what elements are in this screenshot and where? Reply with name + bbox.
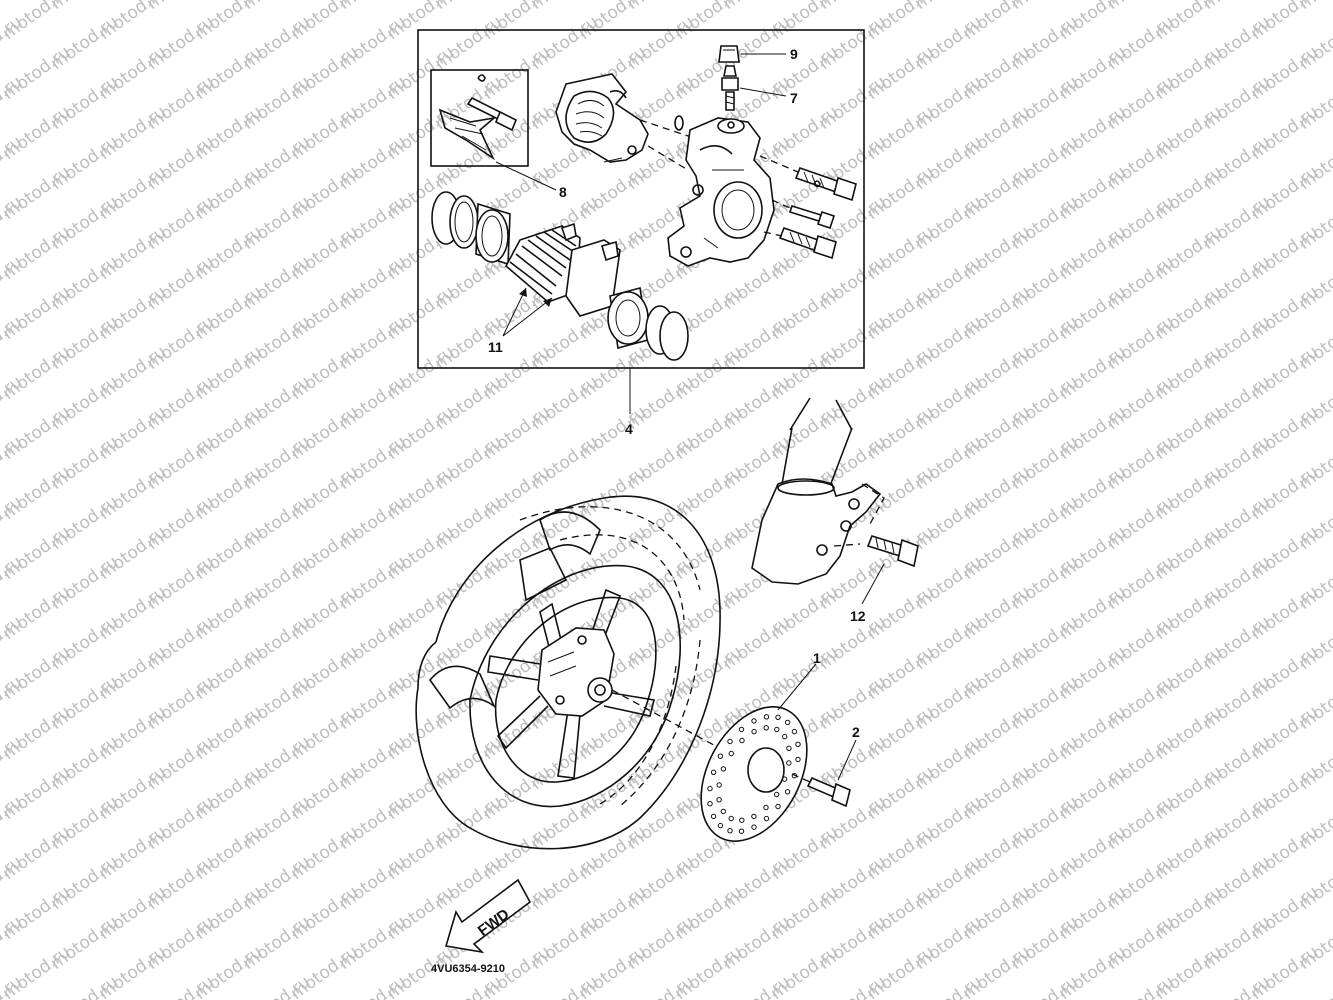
bleed-screw — [721, 65, 739, 111]
caliper-bracket — [555, 73, 649, 163]
callout-7: 7 — [790, 90, 798, 106]
bracket-bolt-kit — [438, 74, 518, 161]
brake-disc — [700, 706, 808, 842]
disc-hole — [738, 726, 745, 733]
caliper-bolt-upper — [759, 155, 857, 202]
disc-hole — [739, 817, 745, 823]
caliper-assembly-frame — [417, 29, 865, 369]
disc-hole — [716, 782, 722, 788]
disc-hole — [763, 804, 769, 811]
disc-hole — [784, 719, 791, 726]
diagram-code: 4VU6354-9210 — [431, 963, 505, 975]
disc-hole — [786, 745, 792, 751]
disc-hole — [751, 824, 757, 830]
disc-hole — [774, 726, 780, 733]
callout-4: 4 — [625, 421, 633, 437]
disc-hole — [795, 756, 801, 763]
callout-8: 8 — [559, 184, 567, 200]
o-ring — [674, 115, 684, 131]
disc-hole — [786, 760, 792, 766]
caliper-bolt-lower — [763, 226, 837, 260]
bracket-bolt-kit-frame — [430, 69, 529, 167]
disc-bolt — [791, 773, 851, 808]
caliper-body — [667, 117, 775, 267]
callout-11: 11 — [488, 339, 503, 355]
callout-2: 2 — [852, 724, 860, 740]
disc-hole — [707, 785, 713, 792]
disc-hole — [727, 738, 733, 745]
disc-hole — [710, 813, 717, 820]
disc-hole — [795, 741, 801, 747]
disc-hole — [763, 815, 770, 822]
front-wheel — [415, 495, 761, 850]
bleed-cap — [718, 45, 740, 63]
fork-leg — [751, 397, 885, 585]
disc-hole — [738, 828, 745, 834]
mounting-bolt — [866, 535, 919, 568]
fwd-arrow: FWD — [444, 878, 532, 954]
disc-hole — [717, 822, 724, 829]
disc-hole — [774, 791, 780, 798]
callout-9: 9 — [790, 46, 798, 62]
disc-hole — [710, 769, 717, 775]
disc-hole — [763, 714, 770, 720]
disc-hole — [782, 733, 788, 740]
disc-hole — [739, 737, 745, 744]
disc-hole — [775, 714, 781, 720]
disc-hole — [707, 801, 713, 807]
disc-hole — [751, 718, 757, 724]
disc-hole — [791, 728, 798, 735]
callout-1: 1 — [813, 650, 821, 666]
disc-hole — [763, 725, 769, 731]
disc-hole — [728, 815, 734, 822]
disc-hole — [775, 803, 781, 810]
piston-seals-left — [431, 191, 511, 266]
piston-seals-right — [607, 286, 689, 361]
disc-hole — [720, 766, 727, 772]
disc-hole — [751, 813, 757, 820]
disc-hole — [751, 728, 757, 735]
disc-hole — [781, 776, 788, 782]
caliper-assembly-group — [417, 29, 865, 369]
brake-pads — [504, 222, 621, 317]
disc-hole — [716, 797, 722, 803]
disc-hole — [717, 753, 724, 759]
disc-hole — [727, 828, 733, 834]
slide-pin — [771, 180, 836, 230]
disc-hole — [720, 808, 726, 815]
disc-hole — [728, 750, 734, 757]
disc-hole — [784, 789, 791, 795]
callout-12: 12 — [850, 608, 866, 624]
